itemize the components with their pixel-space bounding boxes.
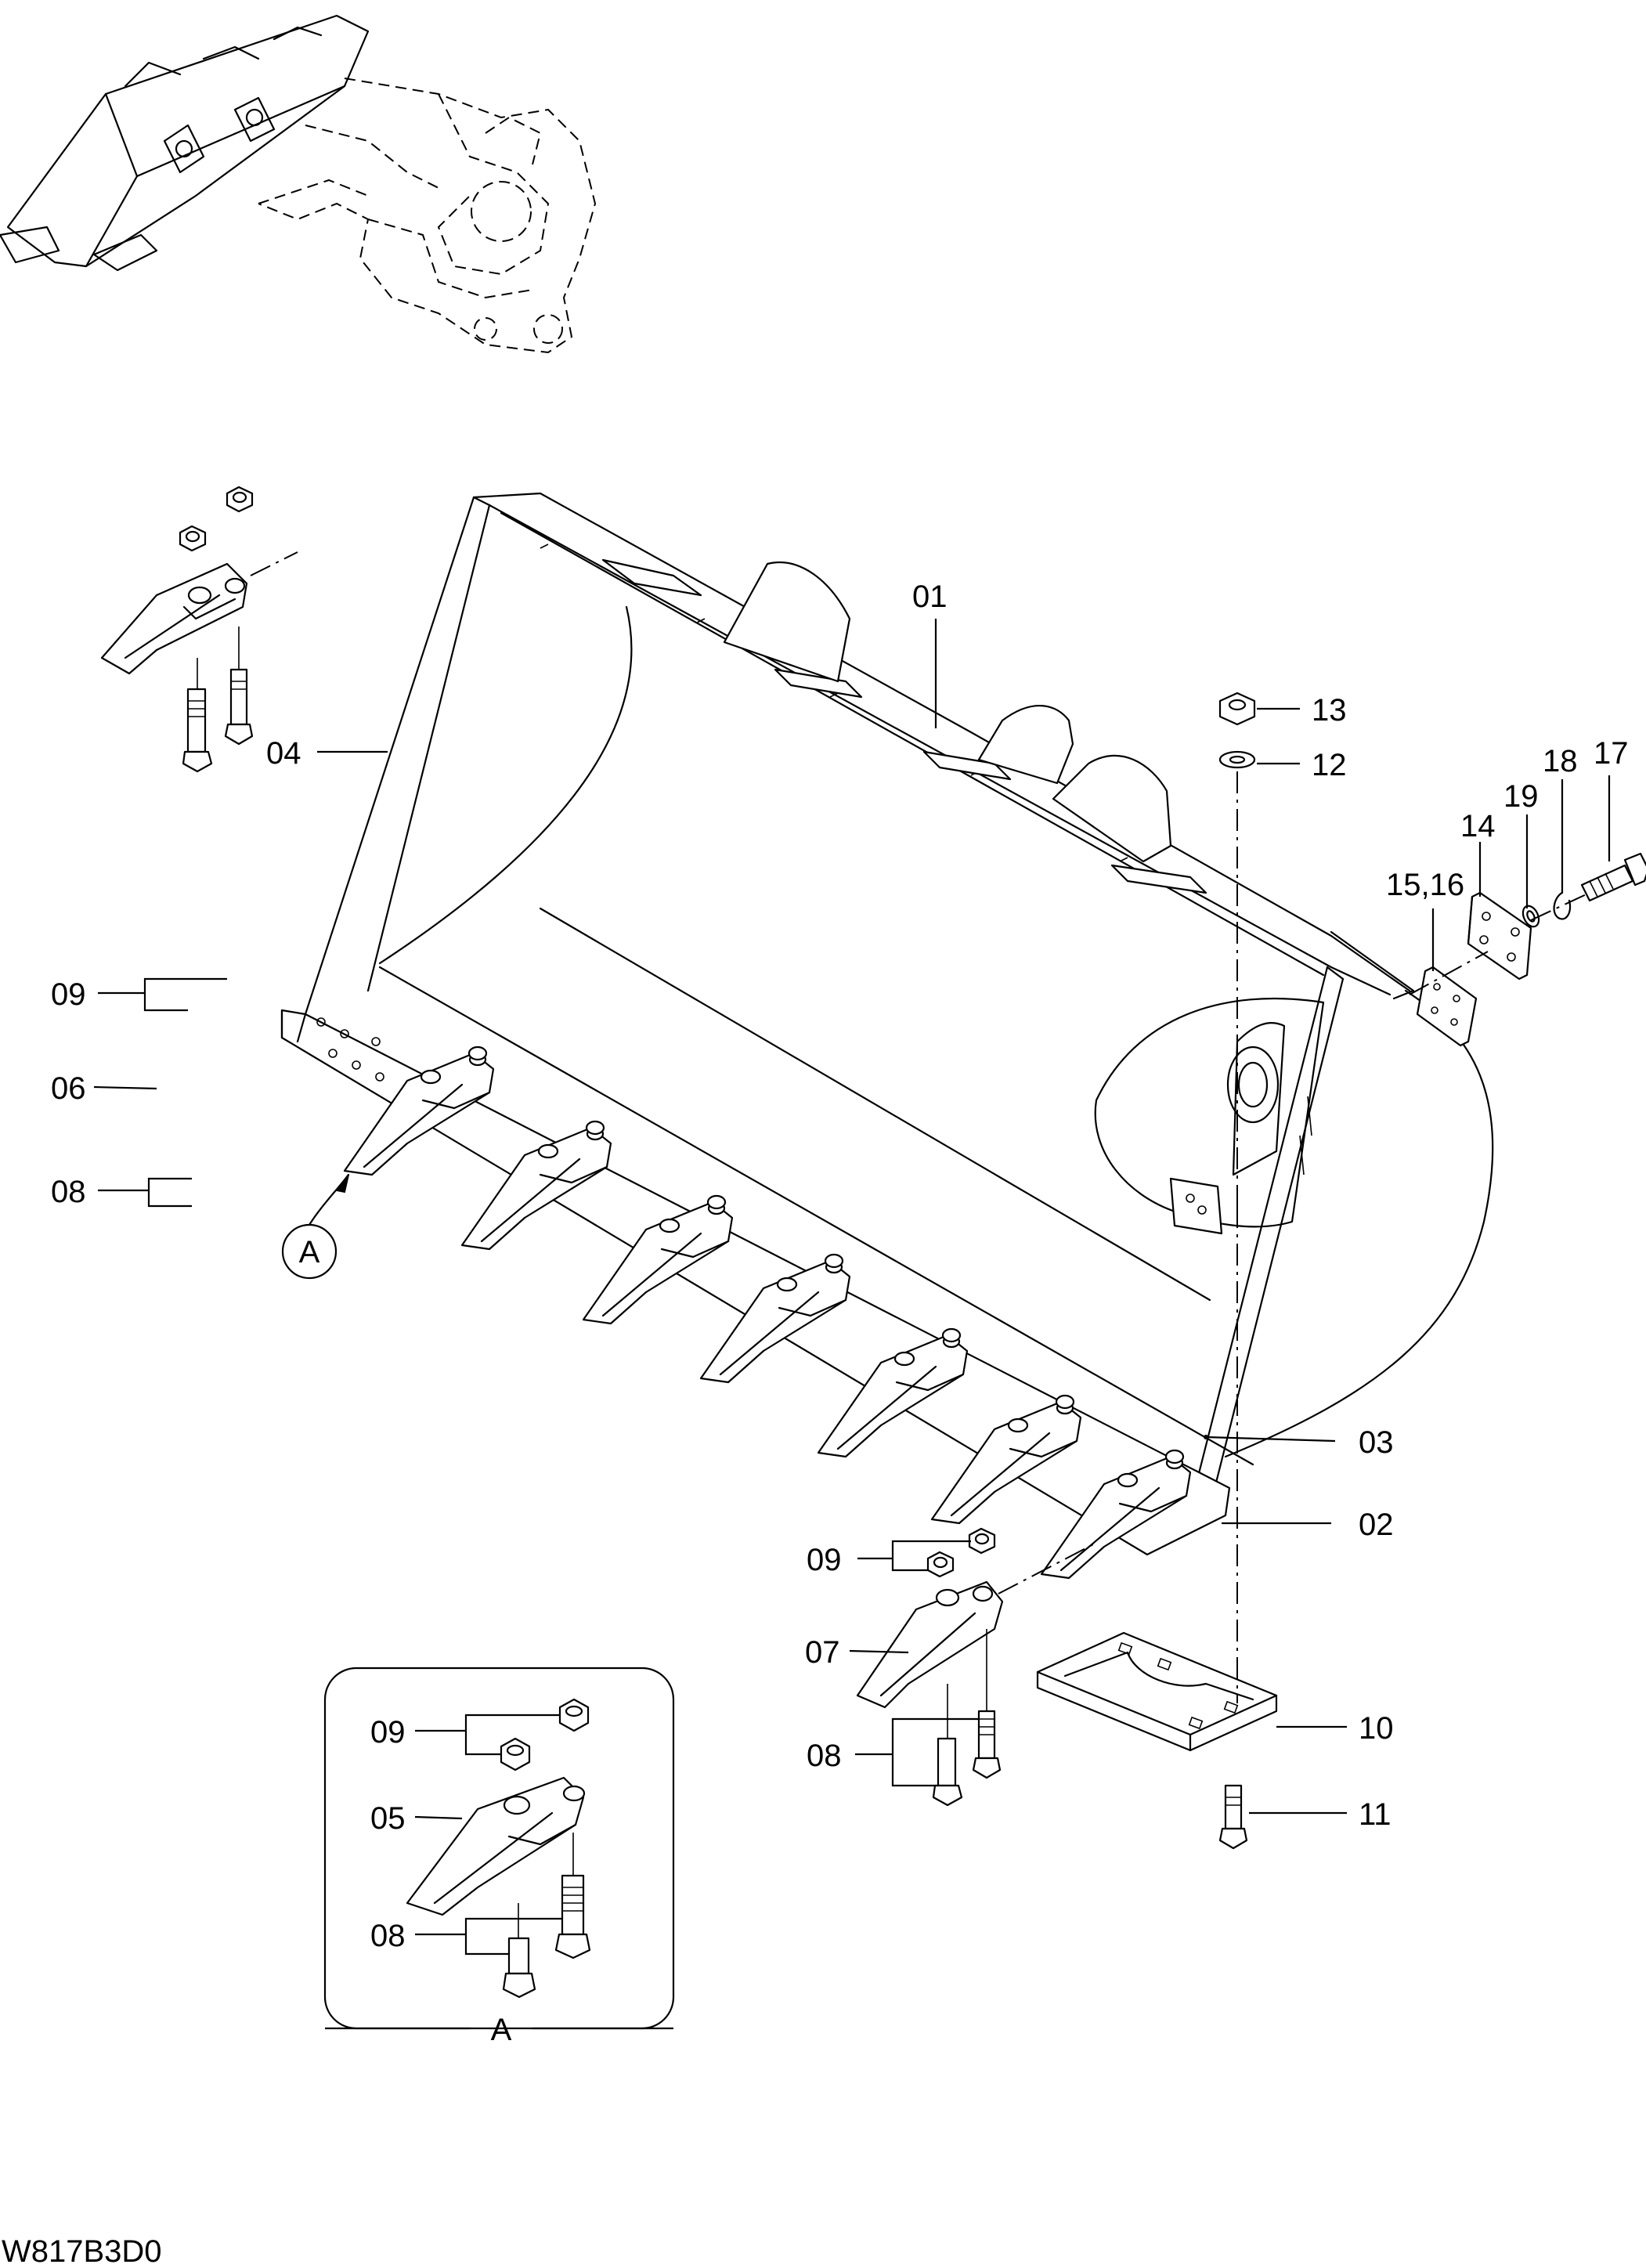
- bucket-tooth: [343, 1046, 495, 1176]
- callout-17: 17: [1594, 736, 1629, 771]
- bucket-tooth: [930, 1394, 1082, 1525]
- callout-09-center: 09: [807, 1543, 842, 1577]
- callout-08-center: 08: [807, 1739, 842, 1773]
- tooth-adapter-left: [100, 486, 298, 773]
- callout-01: 01: [912, 580, 948, 614]
- bolt-icon: [507, 1937, 530, 1975]
- callout-07: 07: [805, 1635, 840, 1670]
- tooth-adapter-corner: [856, 1527, 1097, 1807]
- bucket-tooth: [817, 1327, 969, 1458]
- detail-frame: [323, 1667, 675, 2030]
- nut-washer-stack: [1218, 692, 1256, 1703]
- bolt-icon: [561, 1874, 585, 1936]
- callout-04: 04: [266, 736, 301, 771]
- callout-12: 12: [1312, 748, 1347, 782]
- callout-08-left: 08: [51, 1175, 86, 1209]
- detail-inset-label: A: [491, 2013, 512, 2047]
- callout-03: 03: [1359, 1425, 1394, 1460]
- bucket-assembly: [280, 492, 1494, 1556]
- leader-lines: [93, 619, 1611, 2030]
- callout-02: 02: [1359, 1508, 1394, 1542]
- callout-labels: 01 02 03 04 05 06 07 08 08 08 09 09 09 1…: [2, 580, 1629, 2268]
- callout-14: 14: [1460, 809, 1496, 843]
- callout-18: 18: [1543, 744, 1578, 778]
- nut-icon: [926, 1551, 955, 1578]
- bucket-tooth: [582, 1194, 734, 1325]
- spring-washer-icon: [1553, 891, 1572, 920]
- callout-06: 06: [51, 1071, 86, 1106]
- nut-icon: [968, 1527, 996, 1555]
- nut-icon: [226, 486, 254, 513]
- detail-marker-label: A: [299, 1235, 320, 1269]
- wear-plate: [1036, 1631, 1278, 1850]
- nut-icon: [179, 525, 207, 552]
- key-map-overview: [0, 14, 597, 354]
- bolt-icon: [1224, 1784, 1243, 1830]
- detail-marker: [281, 1173, 350, 1280]
- callout-10: 10: [1359, 1711, 1394, 1746]
- washer-icon: [1218, 750, 1256, 769]
- bolt-icon: [937, 1737, 957, 1787]
- drawing-code: W817B3D0: [2, 2234, 162, 2268]
- bolt-icon: [186, 688, 207, 753]
- callout-09-inset: 09: [370, 1715, 406, 1750]
- callout-19: 19: [1503, 779, 1539, 814]
- callout-05: 05: [370, 1801, 406, 1836]
- callout-08-inset: 08: [370, 1919, 406, 1953]
- bucket-tooth: [1040, 1449, 1192, 1580]
- callout-15-16: 15,16: [1386, 868, 1464, 902]
- callout-09-left: 09: [51, 977, 86, 1012]
- callout-11: 11: [1359, 1797, 1392, 1832]
- callout-13: 13: [1312, 693, 1347, 728]
- bucket-tooth: [699, 1253, 851, 1384]
- bolt-icon: [1580, 864, 1634, 902]
- bucket-teeth-row: [343, 1046, 1192, 1580]
- bucket-tooth: [460, 1120, 612, 1251]
- bucket-bracket: [723, 562, 851, 683]
- bucket-side-plate: [1224, 989, 1494, 1458]
- bolt-icon: [229, 668, 248, 726]
- detail-a-inset: [323, 1667, 675, 2030]
